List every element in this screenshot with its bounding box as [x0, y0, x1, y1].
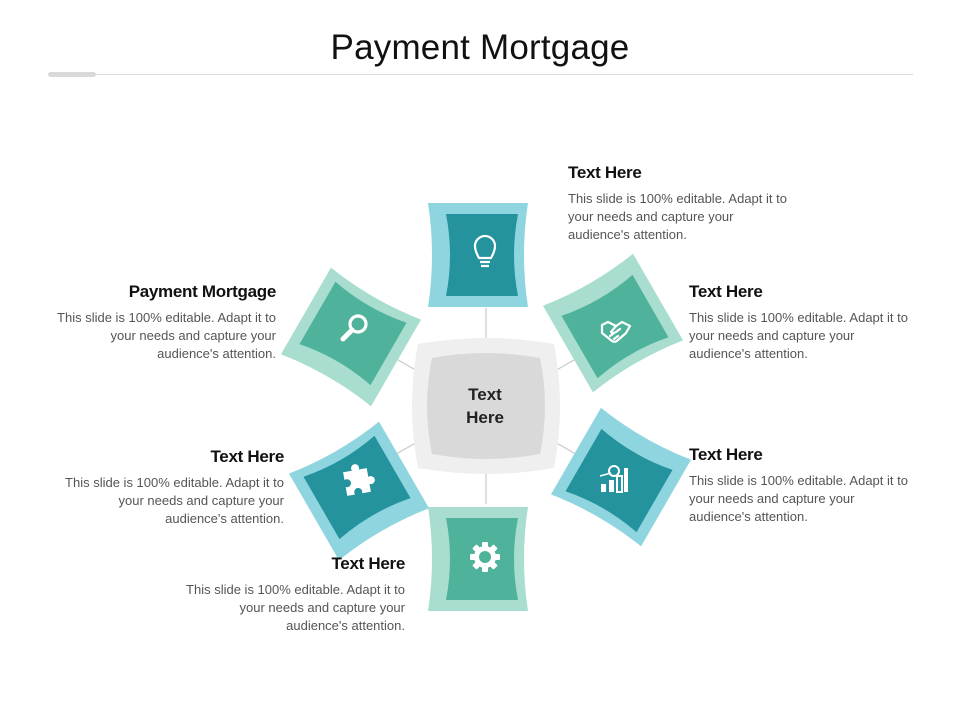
text-block-heading: Text Here [210, 447, 284, 466]
text-block-description: This slide is 100% editable. Adapt it to… [57, 310, 276, 361]
lightbulb-icon [473, 234, 497, 268]
puzzle-icon [343, 464, 375, 496]
page-title: Payment Mortgage [330, 28, 630, 67]
center-label-line1: Text [468, 385, 502, 404]
text-block-upper-right: Text Here This slide is 100% editable. A… [689, 282, 919, 363]
text-block-description: This slide is 100% editable. Adapt it to… [186, 582, 405, 633]
title-divider [48, 74, 913, 75]
tile-lower-left [288, 421, 430, 561]
text-block-top: Text Here This slide is 100% editable. A… [568, 163, 798, 244]
text-block-lower-right: Text Here This slide is 100% editable. A… [689, 445, 919, 526]
text-block-description: This slide is 100% editable. Adapt it to… [689, 310, 908, 361]
title-divider-accent [48, 72, 96, 77]
center-shape [412, 338, 560, 474]
text-block-description: This slide is 100% editable. Adapt it to… [65, 475, 284, 526]
magnifier-icon [340, 314, 368, 342]
text-block-description: This slide is 100% editable. Adapt it to… [689, 473, 908, 524]
center-label: Text Here [440, 383, 530, 429]
gear-icon [470, 542, 500, 572]
tile-upper-right [542, 253, 684, 393]
text-block-lower-left: Text Here This slide is 100% editable. A… [54, 447, 284, 528]
text-block-heading: Text Here [689, 282, 763, 301]
text-block-heading: Text Here [568, 163, 642, 182]
text-block-description: This slide is 100% editable. Adapt it to… [568, 191, 787, 242]
text-block-heading: Text Here [331, 554, 405, 573]
text-block-heading: Payment Mortgage [128, 282, 277, 301]
handshake-icon [600, 320, 632, 343]
center-label-line2: Here [466, 408, 504, 427]
text-block-heading: Text Here [689, 445, 763, 464]
chart-icon [599, 465, 628, 493]
tile-upper-left [280, 267, 422, 407]
text-block-upper-left: Payment Mortgage This slide is 100% edit… [46, 282, 276, 363]
text-block-bottom: Text Here This slide is 100% editable. A… [175, 554, 405, 635]
